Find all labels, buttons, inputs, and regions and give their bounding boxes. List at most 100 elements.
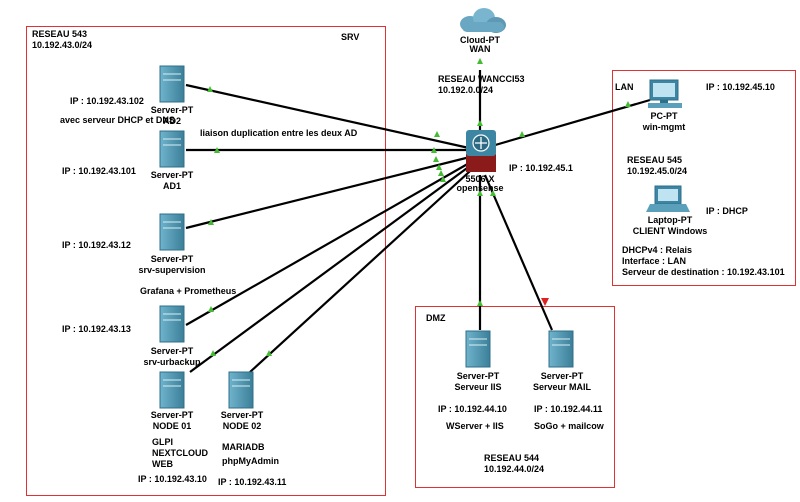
status-up-marker xyxy=(208,306,214,312)
link-ad2 xyxy=(185,83,479,152)
iis-note: WServer + IIS xyxy=(446,421,504,431)
node02-app: phpMyAdmin xyxy=(222,456,279,466)
iis-type: Server-PT xyxy=(456,371,500,381)
supervision-type: Server-PT xyxy=(150,254,194,264)
pc-ip: IP : 10.192.45.10 xyxy=(706,82,775,92)
status-up-marker xyxy=(433,156,439,162)
link-node01 xyxy=(189,159,479,373)
status-up-marker xyxy=(477,120,483,126)
zone-srv-subnet: 10.192.43.0/24 xyxy=(32,40,93,50)
zone-lan-subnet: 10.192.45.0/24 xyxy=(627,166,688,176)
zone-lan-title: RESEAU 545 xyxy=(627,155,683,165)
backup-type: Server-PT xyxy=(150,346,194,356)
ad-replication-label: liaison duplication entre les deux AD xyxy=(200,128,358,138)
node01-app: NEXTCLOUD xyxy=(152,448,208,458)
node02-type: Server-PT xyxy=(220,410,264,420)
server-icon xyxy=(159,213,185,251)
supervision-name: srv-supervision xyxy=(138,265,206,275)
server-icon xyxy=(548,330,574,368)
backup-name: srv-urbackup xyxy=(143,357,201,367)
ad1-type: Server-PT xyxy=(150,170,194,180)
status-up-marker xyxy=(438,170,444,176)
zone-dmz-box xyxy=(415,306,615,488)
link-mail xyxy=(483,174,554,331)
mail-type: Server-PT xyxy=(540,371,584,381)
cloud-name: WAN xyxy=(469,44,491,54)
laptop-name: CLIENT Windows xyxy=(632,226,708,236)
status-up-marker xyxy=(477,300,483,306)
status-up-marker xyxy=(208,219,214,225)
router-ip: IP : 10.192.45.1 xyxy=(509,163,573,173)
zone-lan-tag: LAN xyxy=(615,82,634,92)
link-node02 xyxy=(249,161,481,373)
dhcp-relay-line: DHCPv4 : Relais xyxy=(622,245,693,255)
mail-ip: IP : 10.192.44.11 xyxy=(534,404,603,414)
status-up-marker xyxy=(214,147,220,153)
iis-ip: IP : 10.192.44.10 xyxy=(438,404,507,414)
zone-dmz-title: RESEAU 544 xyxy=(484,453,540,463)
node01-type: Server-PT xyxy=(150,410,194,420)
status-up-marker xyxy=(477,58,483,64)
iis-name: Serveur IIS xyxy=(454,382,502,392)
node02-name: NODE 02 xyxy=(222,421,262,431)
server-icon xyxy=(159,305,185,343)
router-name: opensense xyxy=(456,183,504,193)
link-pc xyxy=(477,98,651,152)
supervision-note: Grafana + Prometheus xyxy=(140,286,237,296)
status-up-marker xyxy=(434,131,440,137)
pc-type: PC-PT xyxy=(650,111,678,121)
server-icon xyxy=(159,65,185,103)
node01-name: NODE 01 xyxy=(152,421,192,431)
link-supervision xyxy=(185,153,479,230)
cloud-type: Cloud-PT xyxy=(460,35,500,45)
ad1-ip: IP : 10.192.43.101 xyxy=(62,166,136,176)
status-up-marker xyxy=(210,350,216,356)
dhcp-relay-line: Serveur de destination : 10.192.43.101 xyxy=(622,267,785,277)
status-up-marker xyxy=(207,86,213,92)
laptop-type: Laptop-PT xyxy=(647,215,693,225)
status-up-marker xyxy=(436,164,442,170)
mail-note: SoGo + mailcow xyxy=(534,421,604,431)
node01-app: GLPI xyxy=(152,437,174,447)
wan-network-name: RESEAU WANCCI53 xyxy=(438,74,525,84)
zone-srv-box xyxy=(26,26,386,496)
ad2-type: Server-PT xyxy=(150,105,194,115)
status-up-marker xyxy=(519,131,525,137)
zone-dmz-subnet: 10.192.44.0/24 xyxy=(484,464,545,474)
cloud-icon xyxy=(460,8,506,33)
server-icon xyxy=(159,371,185,409)
dhcp-relay-line: Interface : LAN xyxy=(622,256,687,266)
status-down-marker xyxy=(541,298,549,306)
server-icon xyxy=(228,371,254,409)
status-up-marker xyxy=(490,190,496,196)
status-up-marker xyxy=(477,190,483,196)
server-icon xyxy=(465,330,491,368)
zone-srv-tag: SRV xyxy=(341,32,360,42)
ad2-name: AD2 xyxy=(162,116,181,126)
ad2-note: avec serveur DHCP et DNS xyxy=(60,115,175,125)
status-up-marker xyxy=(431,147,437,153)
supervision-ip: IP : 10.192.43.12 xyxy=(62,240,131,250)
wan-subnet: 10.192.0.0/24 xyxy=(438,85,494,95)
laptop-icon xyxy=(646,185,690,212)
router-type: 5506-X xyxy=(465,174,495,184)
ad1-name: AD1 xyxy=(162,181,181,191)
laptop-ip: IP : DHCP xyxy=(706,206,748,216)
pc-name: win-mgmt xyxy=(642,122,686,132)
zone-dmz-tag: DMZ xyxy=(426,313,446,323)
link-backup xyxy=(185,157,479,326)
node01-ip: IP : 10.192.43.10 xyxy=(138,474,207,484)
node01-app: WEB xyxy=(152,459,173,469)
status-up-marker xyxy=(440,176,446,182)
node02-app: MARIADB xyxy=(222,442,265,452)
firewall-icon xyxy=(466,130,496,172)
zone-lan-box xyxy=(612,70,796,286)
zone-srv-title: RESEAU 543 xyxy=(32,29,88,39)
backup-ip: IP : 10.192.43.13 xyxy=(62,324,131,334)
ad2-ip: IP : 10.192.43.102 xyxy=(70,96,144,106)
mail-name: Serveur MAIL xyxy=(532,382,592,392)
status-up-marker xyxy=(625,101,631,107)
server-icon xyxy=(159,130,185,168)
